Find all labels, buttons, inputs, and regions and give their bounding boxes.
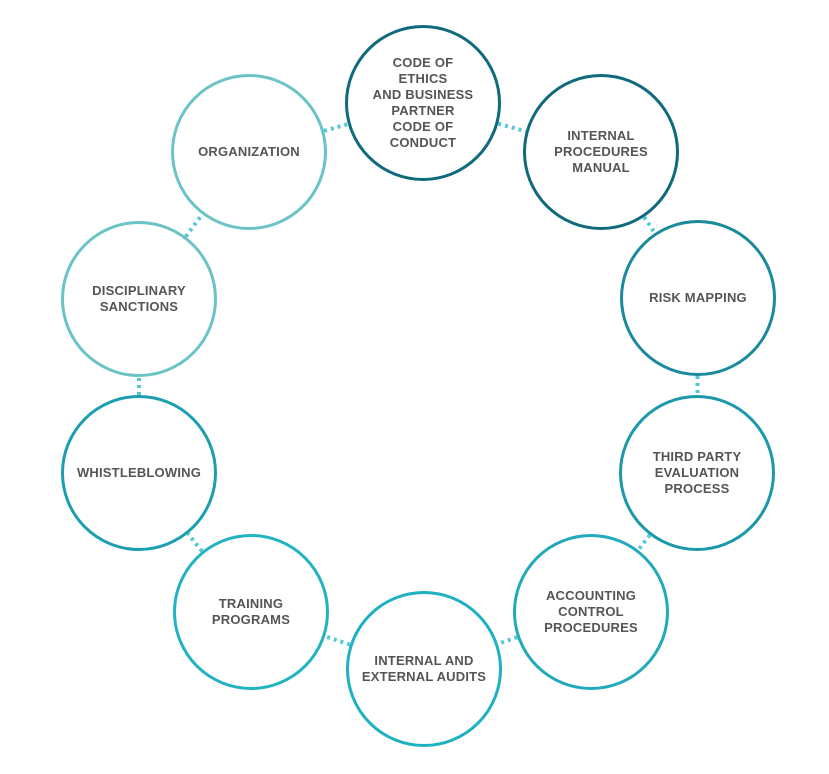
dotted-connector [497,635,518,646]
dotted-connector [497,121,527,134]
node-label: DISCIPLINARY SANCTIONS [92,283,186,314]
node-whistleblowing: WHISTLEBLOWING [61,395,217,551]
dotted-connector [184,213,204,238]
node-accounting-control: ACCOUNTING CONTROL PROCEDURES [513,534,669,690]
node-label: TRAINING PROGRAMS [211,596,291,627]
node-label: ACCOUNTING CONTROL PROCEDURES [544,588,638,635]
node-training-programs: TRAINING PROGRAMS [173,534,329,690]
node-label: WHISTLEBLOWING [76,465,202,480]
node-organization: ORGANIZATION [171,74,327,230]
node-label: CODE OF ETHICS AND BUSINESS PARTNER CODE… [372,55,474,150]
dotted-connector [642,215,657,235]
node-label: RISK MAPPING [649,290,747,305]
node-label: INTERNAL AND EXTERNAL AUDITS [361,653,487,684]
dotted-connector [186,532,204,553]
node-risk-mapping: RISK MAPPING [620,220,776,376]
node-code-of-ethics: CODE OF ETHICS AND BUSINESS PARTNER CODE… [345,25,501,181]
dotted-connector [323,122,349,133]
node-disciplinary-sanctions: DISCIPLINARY SANCTIONS [61,221,217,377]
node-internal-procedures-manual: INTERNAL PROCEDURES MANUAL [523,74,679,230]
node-label: INTERNAL PROCEDURES MANUAL [554,128,648,175]
dotted-connector [324,634,351,647]
node-internal-external-audits: INTERNAL AND EXTERNAL AUDITS [346,591,502,747]
node-label: ORGANIZATION [198,144,300,159]
node-third-party-evaluation: THIRD PARTY EVALUATION PROCESS [619,395,775,551]
dotted-connector [636,533,652,552]
node-label: THIRD PARTY EVALUATION PROCESS [652,449,742,496]
